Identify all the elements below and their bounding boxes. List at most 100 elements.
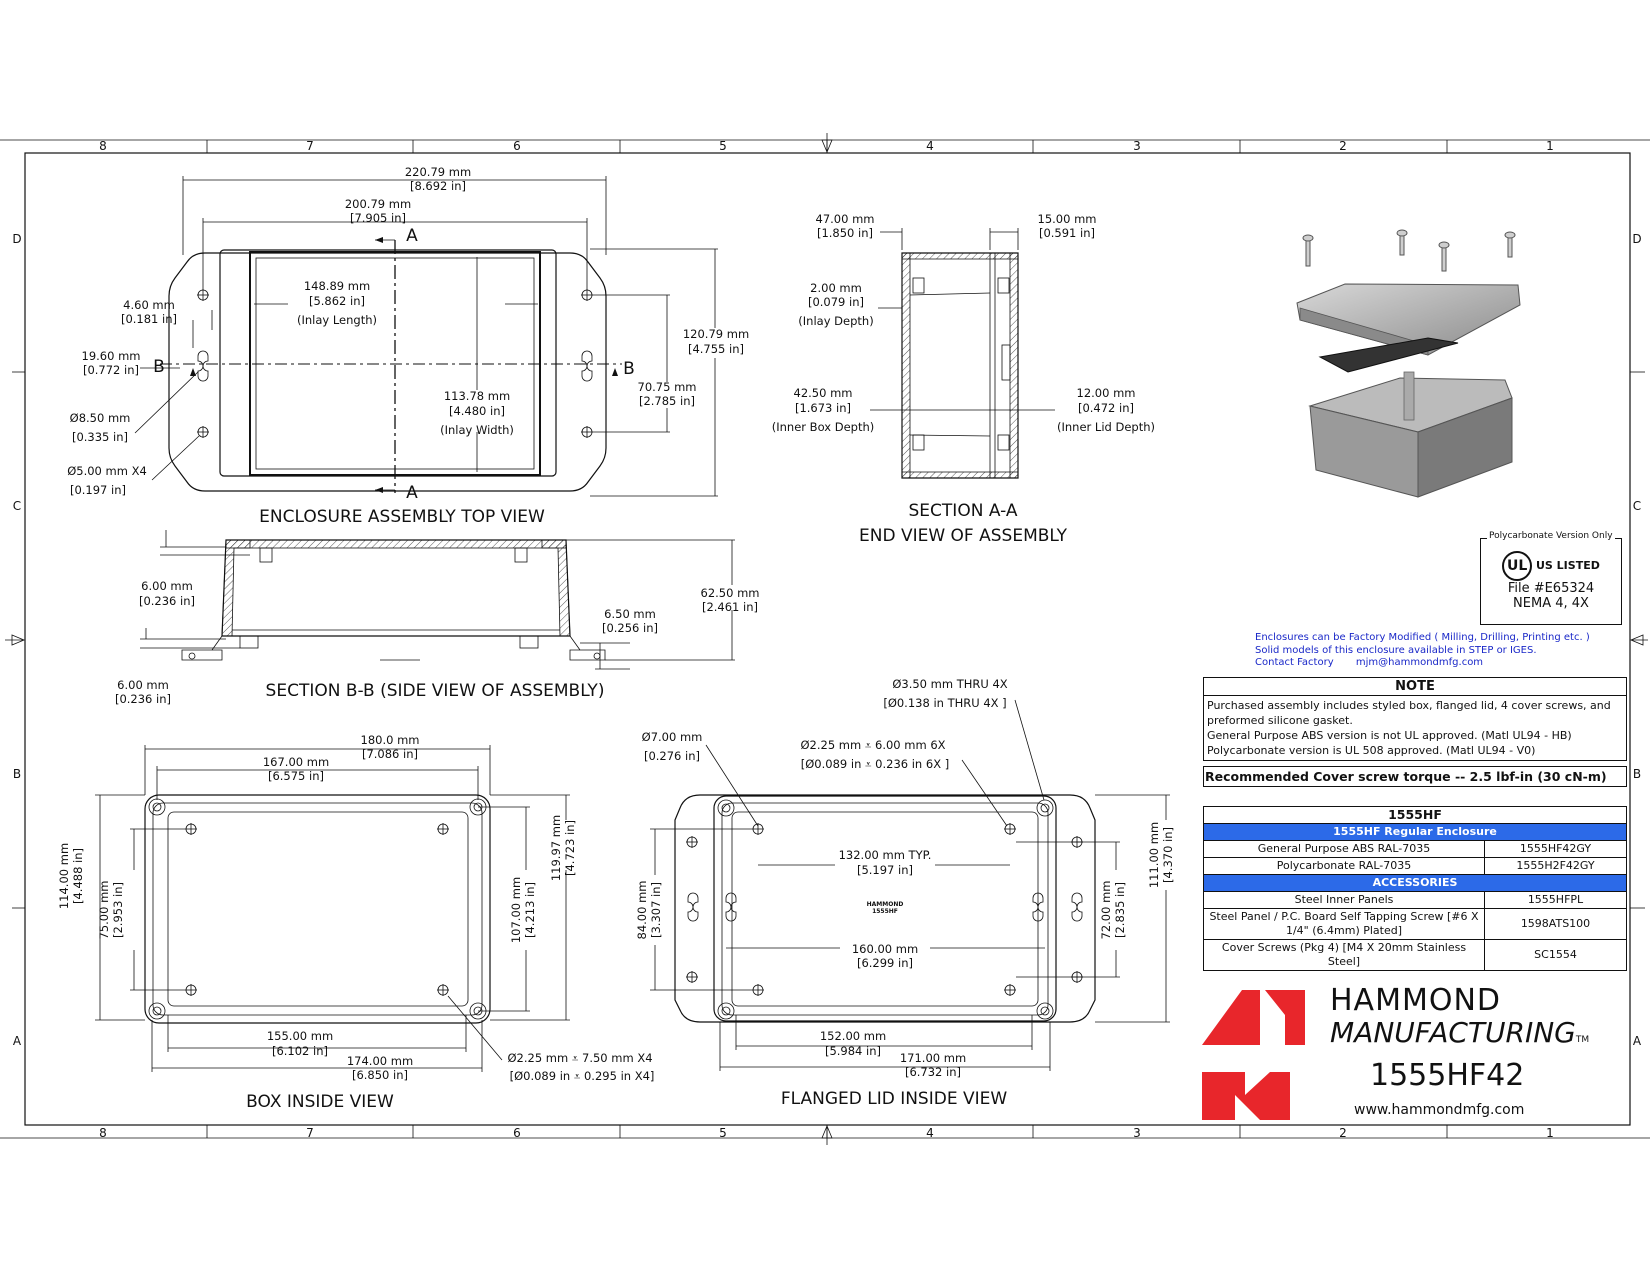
dim-text: [5.862 in]	[309, 294, 365, 308]
dim-text: [4.213 in]	[523, 882, 537, 938]
section-marker: B	[153, 357, 165, 377]
dim-text: [8.692 in]	[410, 179, 466, 193]
table-cell: 1555HF42GY	[1484, 840, 1627, 858]
col-label: 1	[1546, 1126, 1554, 1140]
note-box: NOTE Purchased assembly includes styled …	[1203, 677, 1627, 761]
dim-text: (Inlay Length)	[297, 313, 377, 327]
table-row: Polycarbonate RAL-7035 1555H2F42GY	[1203, 857, 1627, 875]
note-header: NOTE	[1204, 678, 1626, 696]
factory-note-line: Solid models of this enclosure available…	[1255, 644, 1537, 656]
view-title: END VIEW OF ASSEMBLY	[859, 526, 1068, 546]
dim-text: [4.723 in]	[563, 820, 577, 876]
dim-text: [2.835 in]	[1113, 882, 1127, 938]
box-inside-view	[95, 745, 570, 1072]
dim-text: 180.0 mm	[361, 733, 420, 747]
dim-text: [0.079 in]	[808, 295, 864, 309]
dim-text: 84.00 mm	[635, 881, 649, 940]
note-line: General Purpose ABS version is not UL ap…	[1207, 729, 1572, 742]
lid-logo: HAMMOND	[867, 901, 904, 908]
table-cell: General Purpose ABS RAL-7035	[1203, 840, 1485, 858]
dim-text: [6.102 in]	[272, 1044, 328, 1058]
section-marker: A	[406, 483, 418, 503]
col-label: 2	[1339, 1126, 1347, 1140]
dim-text: [7.905 in]	[350, 211, 406, 225]
table-cell: 1598ATS100	[1484, 908, 1627, 940]
row-label: A	[13, 1034, 22, 1048]
ul-listed-label: US LISTED	[1535, 559, 1600, 572]
view-title: SECTION B-B (SIDE VIEW OF ASSEMBLY)	[266, 681, 605, 701]
table-cell: Steel Panel / P.C. Board Self Tapping Sc…	[1203, 908, 1485, 940]
table-cell: Steel Inner Panels	[1203, 891, 1485, 909]
dim-text: [Ø0.138 in THRU 4X ]	[883, 696, 1006, 710]
dim-text: 72.00 mm	[1099, 881, 1113, 940]
col-label: 5	[719, 139, 727, 153]
dim-text: [0.772 in]	[83, 363, 139, 377]
dim-text: 132.00 mm TYP.	[839, 848, 932, 862]
dim-text: 120.79 mm	[683, 327, 749, 341]
col-label: 7	[306, 1126, 314, 1140]
col-label: 5	[719, 1126, 727, 1140]
dim-text: 6.50 mm	[604, 607, 656, 621]
dim-text: [4.488 in]	[71, 848, 85, 904]
table-cell: Polycarbonate RAL-7035	[1203, 857, 1485, 875]
col-label: 4	[926, 1126, 934, 1140]
dim-text: [0.591 in]	[1039, 226, 1095, 240]
view-title: BOX INSIDE VIEW	[246, 1092, 394, 1112]
dim-text: 113.78 mm	[444, 389, 510, 403]
brand-block: HAMMOND MANUFACTURINGTM 1555HF42 www.ham…	[1330, 983, 1630, 1119]
website-link[interactable]: www.hammondmfg.com	[1354, 1102, 1525, 1118]
factory-note-line: Enclosures can be Factory Modified ( Mil…	[1255, 632, 1590, 643]
box-inside-labels: 180.0 mm [7.086 in] 167.00 mm [6.575 in]…	[57, 733, 654, 1112]
lid-logo: 1555HF	[872, 908, 898, 915]
table-cell: 1555H2F42GY	[1484, 857, 1627, 875]
row-label: A	[1633, 1034, 1642, 1048]
border-labels: 8 7 6 5 4 3 2 1 8 7 6 5 4 3 2 1 D C B A …	[12, 139, 1642, 1140]
dim-text: 114.00 mm	[57, 843, 71, 909]
col-label: 8	[99, 139, 107, 153]
section-bb-view	[140, 530, 735, 670]
contact-email-link[interactable]: mjm@hammondmfg.com	[1355, 657, 1484, 668]
dim-text: [7.086 in]	[362, 747, 418, 761]
col-label: 8	[99, 1126, 107, 1140]
dim-text: Ø5.00 mm X4	[67, 464, 147, 478]
dim-text: [6.299 in]	[857, 956, 913, 970]
dim-text: [Ø0.089 in ⩡ 0.295 in X4]	[510, 1069, 655, 1083]
table-row: General Purpose ABS RAL-7035 1555HF42GY	[1203, 840, 1627, 858]
sheet-border	[0, 133, 1650, 1145]
dim-text: 220.79 mm	[405, 165, 471, 179]
row-label: D	[1632, 232, 1641, 246]
ul-nema-rating: NEMA 4, 4X	[1513, 596, 1589, 611]
brand-name: HAMMOND	[1330, 983, 1502, 1018]
section-marker: A	[406, 226, 418, 246]
top-view	[134, 176, 718, 497]
ul-listing-box: Polycarbonate Version Only UL US LISTED …	[1480, 531, 1622, 625]
dim-text: [Ø0.089 in ⩡ 0.236 in 6X ]	[801, 757, 949, 771]
ul-caption: Polycarbonate Version Only	[1487, 531, 1615, 541]
ul-logo: UL US LISTED	[1481, 551, 1621, 581]
dim-text: [0.335 in]	[72, 430, 128, 444]
dim-text: [0.236 in]	[139, 594, 195, 608]
dim-text: (Inner Box Depth)	[772, 420, 874, 434]
dim-text: 171.00 mm	[900, 1051, 966, 1065]
table-row: Steel Inner Panels 1555HFPL	[1203, 891, 1627, 909]
dim-text: Ø3.50 mm THRU 4X	[892, 677, 1007, 691]
col-label: 3	[1133, 1126, 1141, 1140]
dim-text: Ø8.50 mm	[70, 411, 131, 425]
dim-text: [5.197 in]	[857, 863, 913, 877]
dim-text: (Inlay Width)	[440, 423, 514, 437]
dim-text: [6.575 in]	[268, 769, 324, 783]
col-label: 4	[926, 139, 934, 153]
dim-text: [3.307 in]	[649, 882, 663, 938]
dim-text: [1.850 in]	[817, 226, 873, 240]
col-label: 1	[1546, 139, 1554, 153]
table-cell: 1555HFPL	[1484, 891, 1627, 909]
section-marker: B	[623, 359, 635, 379]
dim-text: 75.00 mm	[97, 881, 111, 940]
col-label: 6	[513, 139, 521, 153]
col-label: 7	[306, 139, 314, 153]
table-row: Cover Screws (Pkg 4) [M4 X 20mm Stainles…	[1203, 939, 1627, 971]
row-label: B	[1633, 767, 1641, 781]
factory-note-line: Contact Factory	[1255, 657, 1334, 668]
dim-text: 111.00 mm	[1147, 822, 1161, 888]
